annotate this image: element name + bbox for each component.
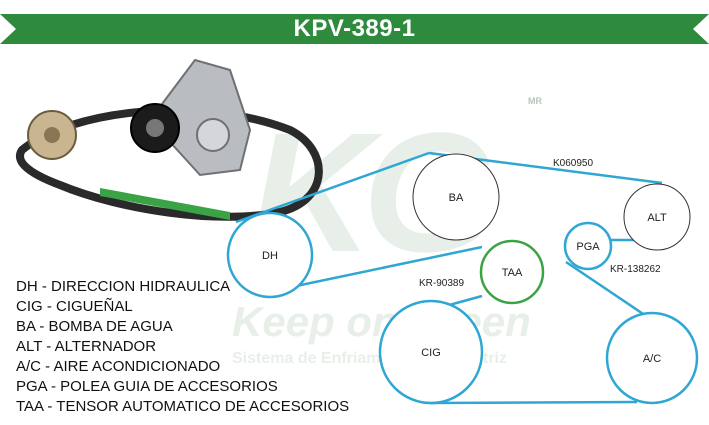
pulley-label: A/C xyxy=(643,353,661,365)
pulley-label: CIG xyxy=(421,347,441,359)
pulley-label: TAA xyxy=(502,267,523,279)
legend: DH - DIRECCION HIDRAULICA CIG - CIGUEÑAL… xyxy=(16,277,349,417)
belt-brand-strip xyxy=(100,188,230,220)
pulley-label: DH xyxy=(262,250,278,262)
legend-item: PGA - POLEA GUIA DE ACCESORIOS xyxy=(16,378,278,395)
pulley-cig xyxy=(378,299,484,405)
belt-segment xyxy=(429,400,638,405)
legend-item: CIG - CIGUEÑAL xyxy=(16,298,133,315)
pulley-alt xyxy=(623,183,691,251)
belt-segment xyxy=(235,151,430,224)
legend-item: A/C - AIRE ACONDICIONADO xyxy=(16,358,221,375)
page-title: KPV-389-1 xyxy=(293,15,416,42)
pulley-pga xyxy=(563,221,613,271)
pulley-label: BA xyxy=(449,192,464,204)
pulley-dh xyxy=(226,211,314,299)
pulley-ac xyxy=(605,311,699,405)
idler-part-number: KR-138262 xyxy=(610,264,661,275)
legend-item: ALT - ALTERNADOR xyxy=(16,338,157,355)
legend-item: DH - DIRECCION HIDRAULICA xyxy=(16,278,231,295)
watermark-mark: MR xyxy=(528,96,542,106)
legend-item: TAA - TENSOR AUTOMATICO DE ACCESORIOS xyxy=(16,398,350,415)
pulley-label: ALT xyxy=(647,212,667,224)
pulley-ba xyxy=(412,153,500,241)
tensor-part-number: KR-90389 xyxy=(419,278,464,289)
product-photo-illustration xyxy=(15,58,323,221)
belt-part-number: K060950 xyxy=(553,158,593,169)
legend-item: BA - BOMBA DE AGUA xyxy=(16,318,173,335)
header-band xyxy=(0,14,709,44)
pulley-label: PGA xyxy=(576,241,600,253)
pulley-taa xyxy=(479,239,545,305)
